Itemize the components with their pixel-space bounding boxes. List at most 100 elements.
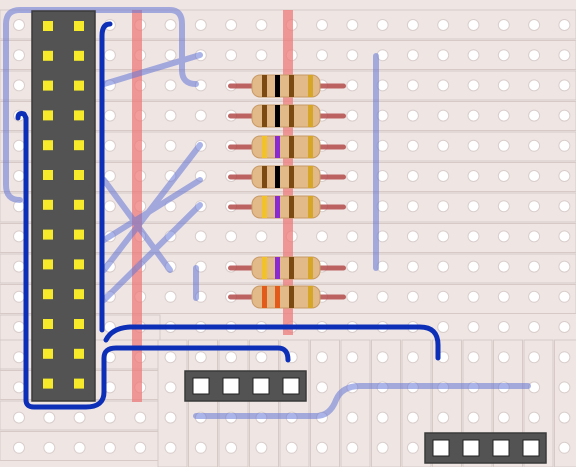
hole xyxy=(43,411,56,424)
header-pin xyxy=(43,170,53,180)
hole xyxy=(346,49,359,62)
hole xyxy=(164,109,177,122)
socket-pin xyxy=(192,377,210,395)
hole xyxy=(528,230,541,243)
bold-wires xyxy=(15,21,441,410)
hole xyxy=(346,351,359,364)
faint-wire-bottom xyxy=(193,383,531,419)
hole xyxy=(497,230,510,243)
hole xyxy=(376,19,389,31)
resistor-band xyxy=(275,286,280,308)
header-2x13 xyxy=(31,10,96,402)
resistor-r3 xyxy=(228,135,346,159)
hole xyxy=(558,351,571,364)
hole xyxy=(437,19,450,31)
hole xyxy=(406,411,419,424)
hole xyxy=(437,79,450,92)
hole xyxy=(346,170,359,182)
hole xyxy=(13,411,25,424)
hole xyxy=(194,351,207,364)
hole xyxy=(528,49,541,62)
hole xyxy=(467,260,480,273)
header-pin xyxy=(43,319,53,329)
faint-wire-top-loop xyxy=(3,7,199,203)
hole xyxy=(13,49,25,62)
resistor-band xyxy=(289,286,294,308)
hole xyxy=(13,290,25,303)
hole xyxy=(103,441,116,454)
hole xyxy=(467,321,480,333)
hole xyxy=(13,230,25,243)
resistor-band xyxy=(308,75,313,97)
hole xyxy=(406,79,419,92)
hole xyxy=(194,441,207,454)
hole xyxy=(467,139,480,152)
hole xyxy=(497,200,510,213)
resistor-r1 xyxy=(228,74,346,98)
hole xyxy=(467,170,480,182)
header-pin xyxy=(74,50,84,61)
resistor-r2 xyxy=(228,104,346,128)
hole xyxy=(164,441,177,454)
hole xyxy=(13,351,25,364)
hole xyxy=(316,351,328,364)
header-pin xyxy=(74,319,84,329)
resistor-body xyxy=(251,74,321,98)
hole xyxy=(437,139,450,152)
resistor-body xyxy=(251,104,321,128)
hole xyxy=(194,19,207,31)
hole xyxy=(497,49,510,62)
hole xyxy=(467,351,480,364)
hole xyxy=(164,19,177,31)
faint-wire-diag-3 xyxy=(101,177,203,243)
resistor-band xyxy=(275,75,280,97)
socket-pin xyxy=(522,439,540,457)
hole xyxy=(467,411,480,424)
hole xyxy=(164,290,177,303)
resistors xyxy=(228,74,346,309)
hole xyxy=(103,109,116,122)
resistor-body xyxy=(251,165,321,189)
resistor-band xyxy=(262,196,267,218)
wire-left-long xyxy=(15,111,291,410)
hole xyxy=(437,411,450,424)
hole xyxy=(194,109,207,122)
socket-pin xyxy=(222,377,240,395)
header-pin xyxy=(74,199,84,210)
hole xyxy=(164,49,177,62)
header-pin xyxy=(74,170,84,180)
hole xyxy=(558,321,571,333)
hole xyxy=(164,139,177,152)
hole xyxy=(376,411,389,424)
hole xyxy=(558,411,571,424)
hole xyxy=(194,230,207,243)
hole xyxy=(437,290,450,303)
hole xyxy=(406,109,419,122)
hole xyxy=(164,351,177,364)
hole xyxy=(13,19,25,31)
hole xyxy=(497,411,510,424)
hole xyxy=(528,139,541,152)
hole xyxy=(225,19,238,31)
resistor-body xyxy=(251,256,321,280)
hole xyxy=(316,441,328,454)
hole xyxy=(346,411,359,424)
wire-header-right xyxy=(99,21,113,333)
resistor-r7 xyxy=(228,285,346,309)
hole xyxy=(316,19,328,31)
resistor-band xyxy=(308,257,313,279)
hole xyxy=(497,290,510,303)
hole xyxy=(528,290,541,303)
header-pin xyxy=(43,110,53,121)
resistor-band xyxy=(289,105,294,127)
hole xyxy=(558,79,571,92)
resistor-r4 xyxy=(228,165,346,189)
hole xyxy=(497,79,510,92)
resistor-band xyxy=(275,136,280,158)
hole xyxy=(43,441,56,454)
hole xyxy=(497,351,510,364)
hole xyxy=(558,260,571,273)
hole xyxy=(497,260,510,273)
hole xyxy=(255,351,268,364)
hole xyxy=(406,290,419,303)
